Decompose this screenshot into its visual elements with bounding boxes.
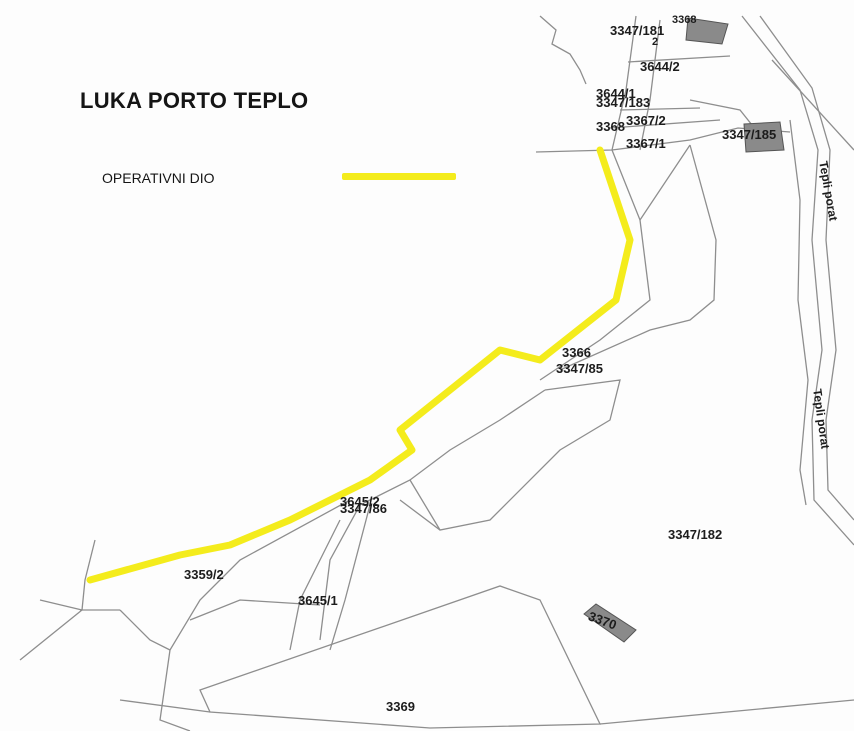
parcel-label: 3644/1 <box>596 86 636 101</box>
parcel-label: 3347/85 <box>556 361 603 376</box>
parcel-label: 3368 <box>596 119 625 134</box>
parcel-line <box>119 699 211 713</box>
operational-section-line <box>86 146 634 584</box>
parcel-line <box>329 504 371 651</box>
parcel-label: 3645/1 <box>298 593 338 608</box>
parcel-line <box>539 219 651 381</box>
parcel-line <box>409 479 441 531</box>
parcel-label: 3645/2 <box>340 494 380 509</box>
road-edge <box>741 15 854 546</box>
creek-line <box>539 15 587 85</box>
parcel-label: 3368 <box>672 14 697 26</box>
parcel-line <box>619 107 701 111</box>
parcel-label: 3644/2 <box>640 59 680 74</box>
map-title: LUKA PORTO TEPLO <box>80 88 309 113</box>
legend-label: OPERATIVNI DIO <box>102 170 215 186</box>
parcel-label: 3367/1 <box>626 136 666 151</box>
parcel-label: 3347/185 <box>722 127 777 142</box>
parcel-label: 3359/2 <box>184 567 224 582</box>
parcel-line <box>81 539 96 611</box>
parcel-label: 3366 <box>562 345 591 360</box>
parcel-line <box>639 19 661 151</box>
road-edge <box>771 59 854 151</box>
building-shape <box>583 603 637 643</box>
parcel-line <box>611 144 691 222</box>
parcel-line <box>559 144 717 371</box>
parcel-label: 3347/182 <box>668 527 723 542</box>
parcel-label: 3347/183 <box>596 95 651 110</box>
parcel-line <box>159 499 351 731</box>
parcel-label: 3369 <box>386 699 415 714</box>
parcel-line <box>627 55 731 63</box>
parcel-line <box>609 119 721 129</box>
parcel-line <box>39 599 83 611</box>
parcel-label: 3347/181 <box>610 23 665 38</box>
parcel-label: 2 <box>652 36 659 48</box>
road-edge <box>759 15 854 521</box>
parcel-line <box>319 504 361 641</box>
parcel-line <box>119 609 171 651</box>
legend-swatch <box>342 173 456 180</box>
parcel-line <box>189 599 321 621</box>
parcel-line <box>19 609 83 661</box>
parcel-line <box>359 389 546 506</box>
parcel-label: 3367/2 <box>626 113 666 128</box>
building-shape <box>685 17 729 45</box>
parcel-line <box>611 15 637 151</box>
parcel-line <box>289 519 341 651</box>
road-edge <box>789 119 809 506</box>
building-shape <box>743 121 785 153</box>
parcel-label: 3347/86 <box>340 501 387 516</box>
parcel-line <box>599 699 854 725</box>
